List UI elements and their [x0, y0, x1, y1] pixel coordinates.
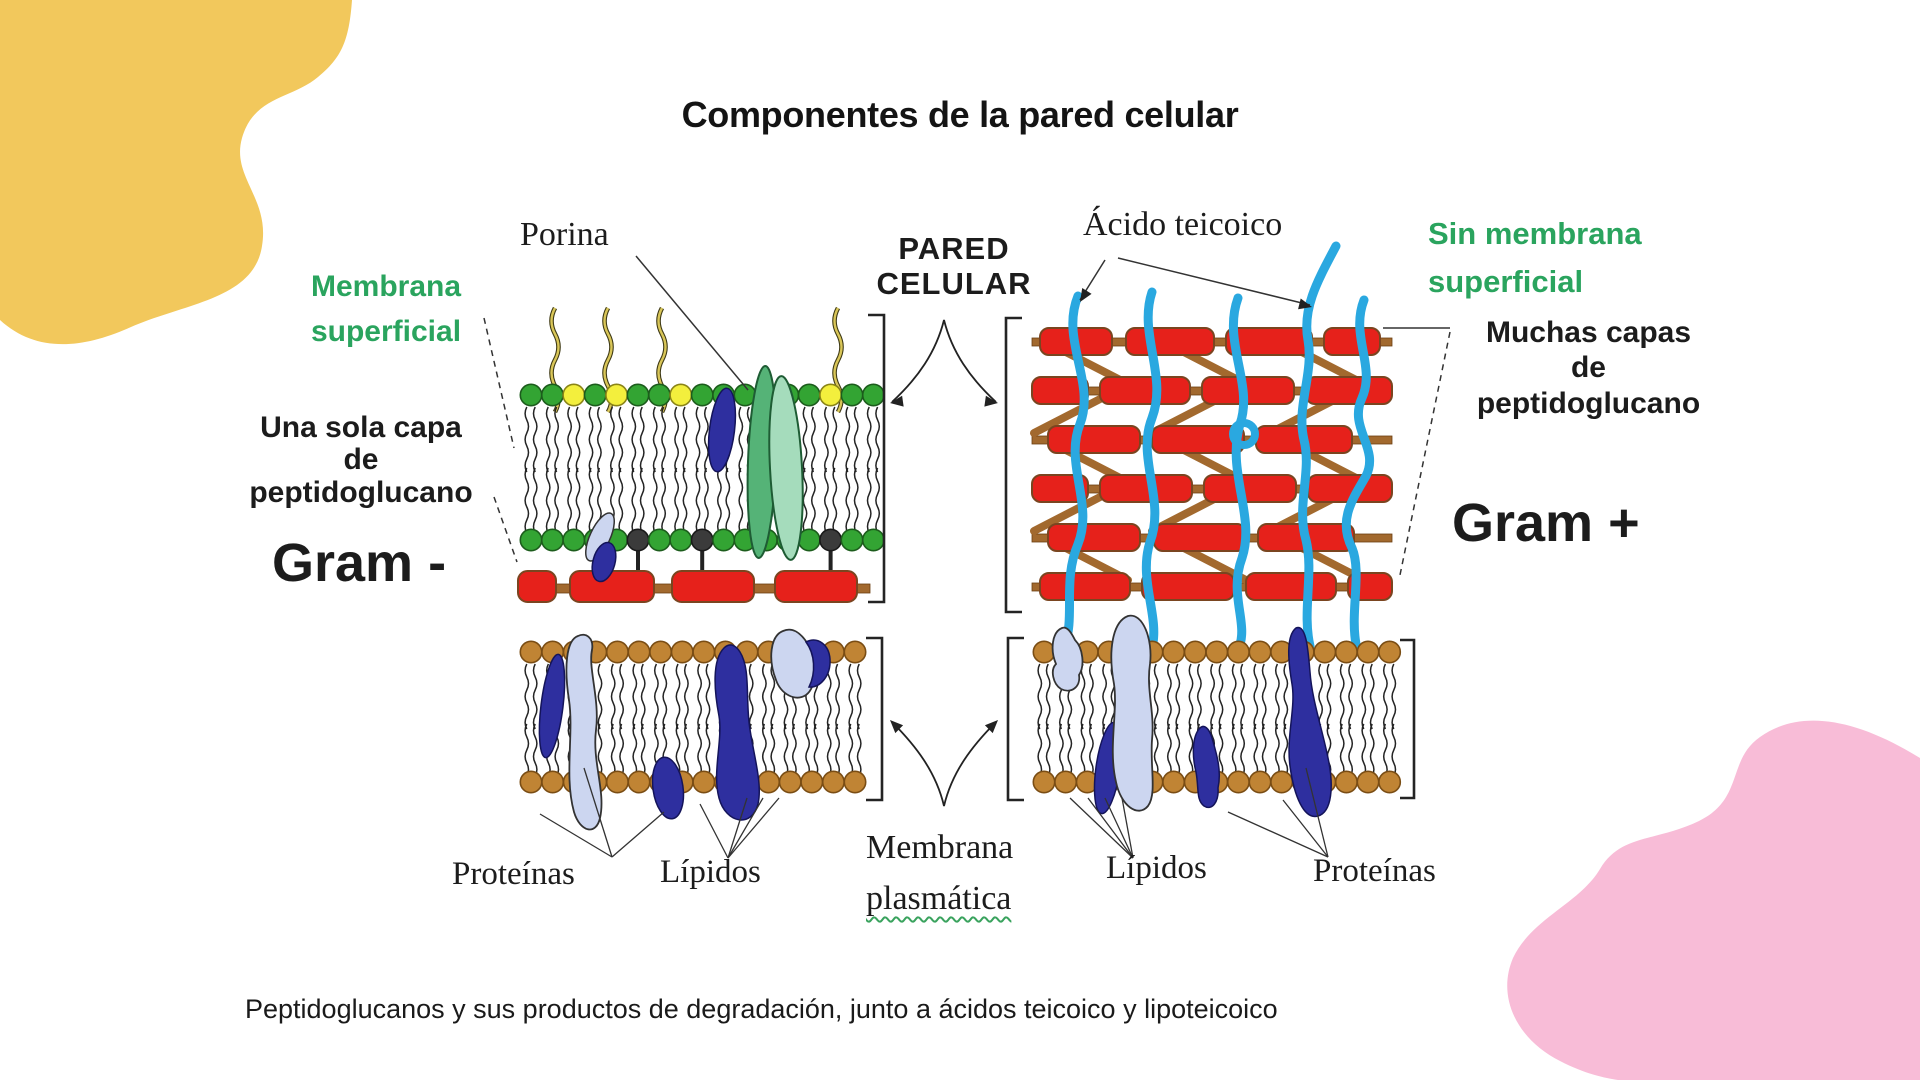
membrane-protein-light — [585, 512, 615, 562]
label-line: CELULAR — [876, 265, 1032, 301]
pointer-lines — [483, 255, 1451, 859]
label-gram-positivo: Gram + — [1452, 493, 1640, 553]
label-muchas-capas: Muchas capas de peptidoglucano — [1450, 315, 1727, 421]
peptidoglycan-brick — [1047, 425, 1141, 454]
pink-corner-blob — [1507, 720, 1920, 1080]
membrane-protein-light — [565, 633, 603, 831]
gram-positive-plasma-membrane — [1032, 614, 1402, 818]
yellow-corner-blob — [0, 0, 352, 345]
peptidoglycan-brick — [1099, 474, 1193, 503]
membrane-protein-light — [1110, 614, 1154, 812]
membrane-protein-dark — [714, 644, 761, 821]
peptidoglycan-brick — [1039, 572, 1131, 601]
label-line: Muchas capas — [1485, 316, 1692, 349]
label-line: plasmática — [866, 880, 1012, 917]
label-membrana-superficial: Membrana superficial — [280, 264, 492, 354]
peptidoglycan-brick — [1141, 572, 1235, 601]
label-lipidos-izquierda: Lípidos — [660, 854, 761, 890]
peptidoglycan-brick — [1151, 425, 1245, 454]
peptidoglycan-brick — [671, 570, 755, 603]
label-sin-membrana-superficial: Sin membrana superficial — [1428, 210, 1642, 306]
peptidoglycan-brick — [1047, 523, 1141, 552]
page-title: Componentes de la pared celular — [681, 94, 1239, 135]
gram-negative-plasma-membrane — [519, 628, 867, 831]
peptidoglycan-brick — [1031, 474, 1089, 503]
membrane-protein-dark — [707, 387, 737, 473]
gram-positive-cell-wall — [1030, 241, 1393, 655]
label-porina: Porina — [520, 216, 609, 253]
brackets-and-arrows — [866, 313, 1416, 807]
teichoic-acid-chain — [1297, 241, 1341, 651]
peptidoglycan-brick — [1245, 572, 1337, 601]
teichoic-acid-chain — [1341, 295, 1375, 649]
peptidoglycan-brick — [1305, 376, 1393, 405]
peptidoglycan-brick — [1099, 376, 1191, 405]
label-membrana-plasmatica: Membrana plasmática — [866, 822, 1013, 924]
label-pared-celular: PARED CELULAR — [858, 231, 1050, 301]
teichoic-acid-chain — [1059, 291, 1089, 653]
label-line: superficial — [1428, 264, 1584, 300]
peptidoglycan-brick — [517, 570, 557, 603]
peptidoglycan-brick — [569, 570, 655, 603]
peptidoglycan-brick — [774, 570, 858, 603]
label-line: Sin membrana — [1428, 216, 1642, 251]
label-line: de — [1570, 351, 1606, 385]
label-gram-negativo: Gram - — [272, 533, 447, 593]
teichoic-acid-chain — [1141, 287, 1162, 653]
teichoic-acid-chain — [1229, 293, 1251, 655]
label-line: Una sola capa — [260, 411, 462, 444]
peptidoglycan-brick — [1203, 474, 1297, 503]
label-proteinas-izquierda: Proteínas — [452, 856, 575, 892]
label-line: de — [343, 443, 379, 477]
label-line: superficial — [310, 315, 462, 348]
peptidoglycan-brick — [1323, 327, 1381, 356]
slide-caption: Peptidoglucanos y sus productos de degra… — [245, 994, 1278, 1024]
gram-negative-outer-membrane — [517, 306, 885, 603]
label-line: peptidoglucano — [1476, 386, 1701, 420]
label-line: PARED — [898, 231, 1010, 266]
peptidoglycan-brick — [1153, 523, 1247, 552]
label-una-sola-capa: Una sola capa de peptidoglucano — [225, 411, 497, 509]
label-line: Membrana — [310, 270, 462, 303]
label-line: Membrana — [866, 829, 1014, 866]
peptidoglycan-brick — [1125, 327, 1215, 356]
label-acido-teicoico: Ácido teicoico — [1083, 206, 1283, 243]
label-line: peptidoglucano — [249, 475, 473, 509]
label-lipidos-derecha: Lípidos — [1106, 850, 1207, 886]
label-proteinas-derecha: Proteínas — [1313, 853, 1436, 889]
